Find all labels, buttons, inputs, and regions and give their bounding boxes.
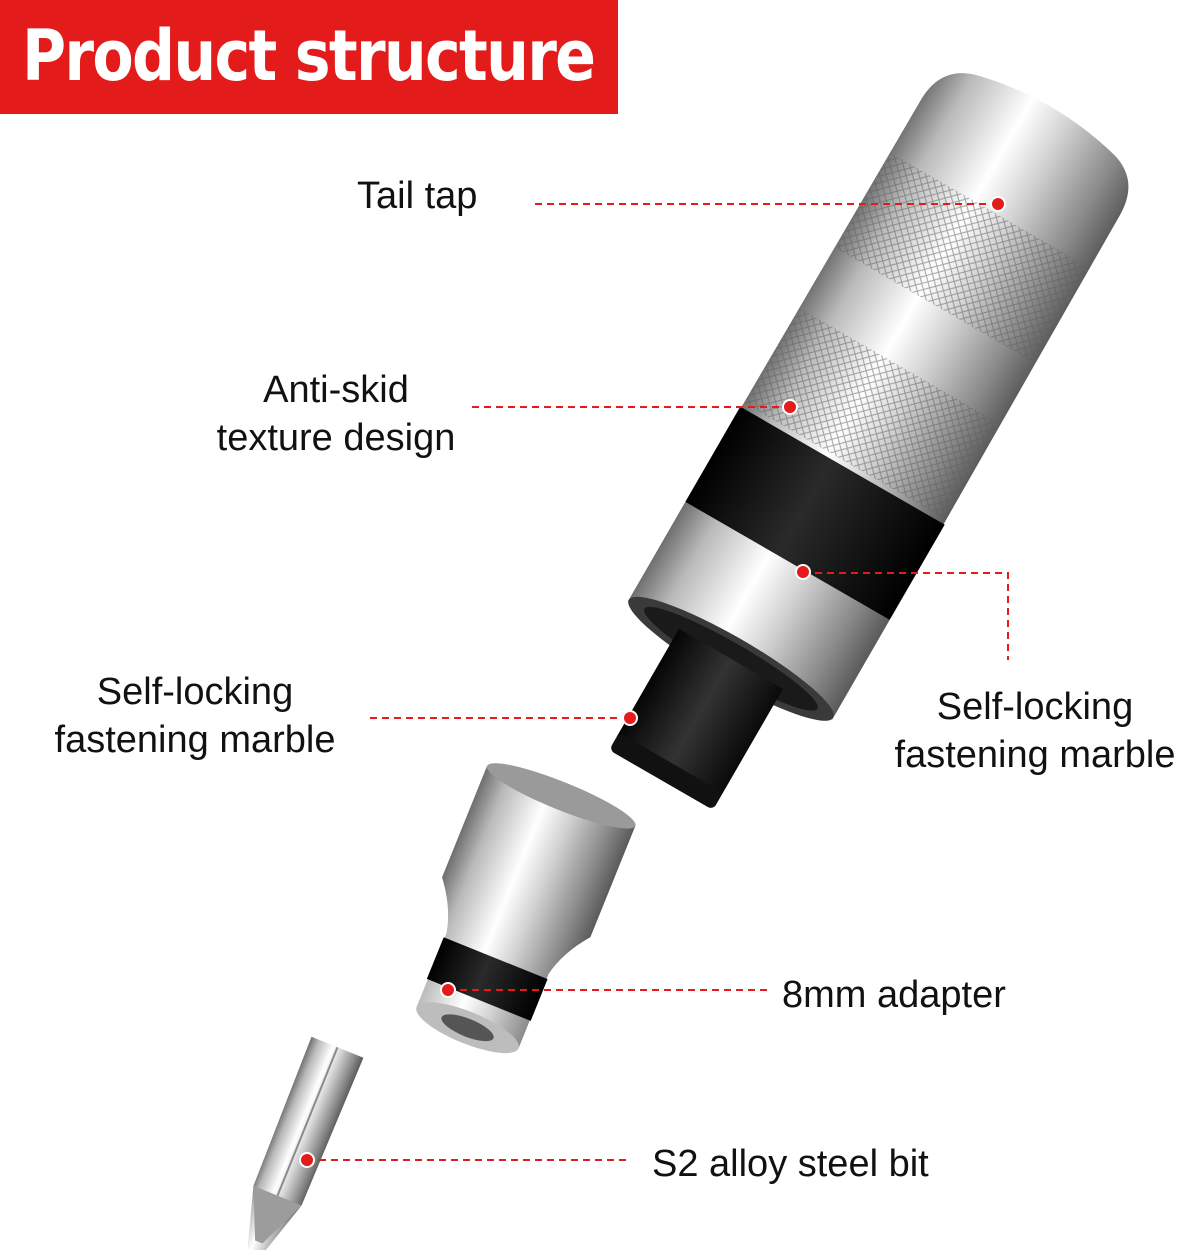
label-bit: S2 alloy steel bit: [652, 1143, 929, 1185]
collar: [630, 501, 890, 716]
label-marble-right: Self-locking fastening marble: [872, 683, 1198, 779]
label-marble-right-line2: fastening marble: [894, 734, 1176, 776]
steel-bit: [247, 1036, 364, 1250]
page-title: Product structure: [22, 15, 596, 97]
callout-anti-skid-line: [472, 399, 798, 415]
knurl-lower: [744, 308, 1001, 520]
label-anti-skid-line2: texture design: [216, 417, 456, 459]
label-marble-left-line2: fastening marble: [54, 719, 336, 761]
callout-marble-left-line: [370, 710, 638, 726]
adapter-black-ring: [426, 937, 548, 1021]
knurl-upper: [835, 152, 1090, 363]
handle: [611, 73, 1129, 808]
label-marble-left: Self-locking fastening marble: [30, 668, 360, 764]
callout-marble-right-line: [795, 564, 1009, 660]
label-adapter: 8mm adapter: [782, 974, 1006, 1016]
callout-bit-line: [299, 1152, 627, 1168]
callout-tail-tap-line: [535, 196, 1006, 212]
label-tail-tap: Tail tap: [357, 175, 478, 217]
title-banner: Product structure: [0, 0, 618, 114]
label-anti-skid-line1: Anti-skid: [263, 369, 409, 411]
callout-adapter-line: [440, 982, 768, 998]
label-marble-left-line1: Self-locking: [96, 671, 294, 713]
socket-adapter: [416, 763, 636, 1054]
label-anti-skid: Anti-skid texture design: [200, 366, 472, 462]
label-marble-right-line1: Self-locking: [936, 686, 1134, 728]
black-ring: [685, 406, 945, 620]
square-drive: [616, 628, 783, 798]
